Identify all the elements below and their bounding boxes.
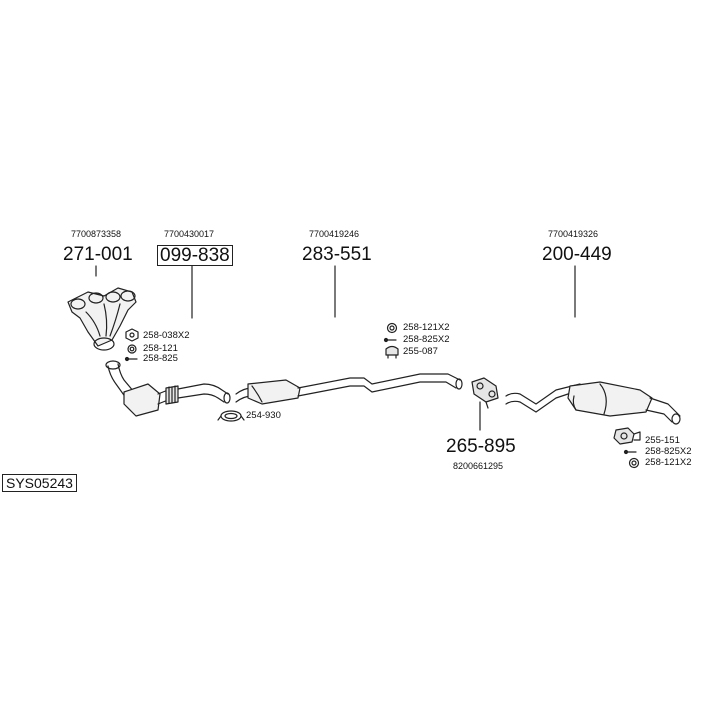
accessory-label-258-038x2: 258-038X2 [143, 330, 190, 341]
manifold-drawing [67, 287, 137, 351]
accessory-label-258-121x2-rear: 258-121X2 [645, 457, 692, 468]
accessory-label-255-151: 255-151 [645, 435, 680, 446]
ring-icon-258-121-rear [628, 457, 640, 469]
catalytic-converter-drawing [105, 360, 231, 417]
accessory-label-258-825: 258-825 [143, 353, 178, 364]
oe-number-200-449: 7700419326 [548, 229, 599, 239]
oe-number-265-895: 8200661295 [453, 461, 504, 471]
bolt-icon-258-825 [124, 356, 138, 362]
clamp-icon-254-930 [217, 410, 245, 422]
middle-silencer-drawing [235, 373, 463, 405]
ring-icon-258-121-middle [386, 322, 398, 334]
part-number-265-895: 265-895 [446, 436, 516, 457]
part-number-200-449: 200-449 [542, 244, 612, 265]
oe-number-099-838: 7700430017 [164, 229, 215, 239]
clamp-icon-255-151 [613, 427, 641, 445]
accessory-label-254-930: 254-930 [246, 410, 281, 421]
oe-number-283-551: 7700419246 [309, 229, 360, 239]
accessory-label-258-121: 258-121 [143, 343, 178, 354]
bolt-icon-258-825-middle [383, 337, 397, 343]
accessory-label-258-121x2-middle: 258-121X2 [403, 322, 450, 333]
accessory-label-258-825x2-rear: 258-825X2 [645, 446, 692, 457]
oe-number-271-001: 7700873358 [71, 229, 122, 239]
nut-icon-258-038 [125, 328, 139, 342]
clamp-icon-255-087 [385, 345, 399, 359]
accessory-label-255-087: 255-087 [403, 346, 438, 357]
part-number-271-001: 271-001 [63, 244, 133, 265]
system-code: SYS05243 [2, 474, 77, 492]
rear-silencer-drawing [505, 381, 681, 425]
part-number-099-838: 099-838 [157, 245, 233, 266]
ring-icon-258-121 [127, 344, 137, 354]
connecting-pipe-drawing [471, 377, 499, 409]
accessory-label-258-825x2-middle: 258-825X2 [403, 334, 450, 345]
part-number-283-551: 283-551 [302, 244, 372, 265]
bolt-icon-258-825-rear [623, 449, 637, 455]
